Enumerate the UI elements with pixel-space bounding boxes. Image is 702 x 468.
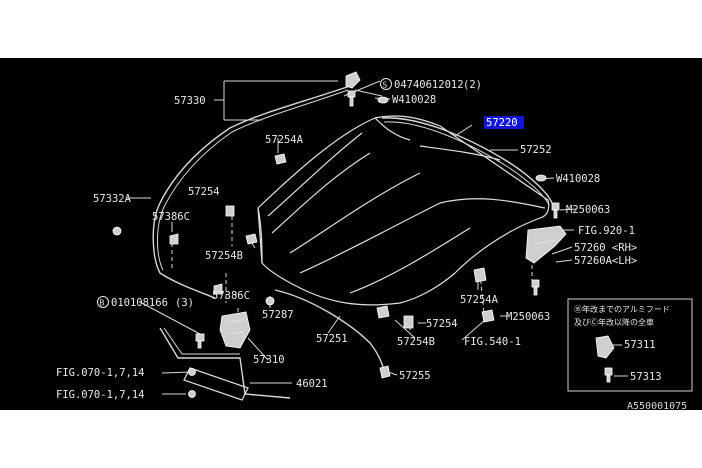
label-57254-left: 57254 (188, 186, 220, 198)
bumper-57254a-top (274, 153, 287, 165)
bolt-m250063-top (551, 202, 560, 219)
label-010108166: 010108166 (111, 297, 168, 309)
inset-bolt-57313 (604, 367, 613, 383)
leader-57330 (214, 80, 338, 121)
prop-rod-57251 (274, 289, 385, 371)
clip-57386c-a (169, 233, 179, 245)
parts-diagram: 57330 S 04740612012 (2) W410028 57220 57… (0, 58, 702, 410)
label-04740612012-qty: (2) (463, 79, 482, 91)
bumper-57254-right (403, 315, 414, 329)
label-57287: 57287 (262, 309, 294, 321)
label-57254b-left: 57254B (205, 250, 243, 262)
part-labels: 57330 S 04740612012 (2) W410028 57220 57… (56, 78, 637, 401)
hood-exploded-view: 57330 S 04740612012 (2) W410028 57220 57… (56, 71, 693, 410)
label-57332a: 57332A (93, 193, 132, 205)
leaders (127, 80, 577, 395)
b-mark: B (100, 299, 105, 308)
label-fig920[interactable]: FIG.920-1 (578, 225, 635, 237)
label-57255: 57255 (399, 370, 431, 382)
label-57251: 57251 (316, 333, 348, 345)
label-w410028-top: W410028 (392, 94, 436, 106)
nut-fig070b (188, 390, 196, 398)
washer-w410028-right (535, 174, 547, 182)
bumper-57254-left (225, 205, 235, 217)
inset-label-57313: 57313 (630, 371, 662, 383)
label-57260a-lh: 57260A<LH> (574, 255, 637, 267)
label-57254-right: 57254 (426, 318, 458, 330)
label-010108166-qty: (3) (175, 297, 194, 309)
inset-bracket-57311 (595, 335, 615, 359)
nut-fig070a (188, 368, 196, 376)
b-mark-icon (97, 296, 109, 308)
label-46021: 46021 (296, 378, 328, 390)
label-m250063-bottom: M250063 (506, 311, 550, 323)
inset-note-line1: Ⓑ年改までのアルミフード (574, 304, 670, 314)
bumper-57254a-right (473, 267, 487, 283)
latch-57310 (219, 311, 251, 349)
washer-w410028-top (377, 96, 389, 104)
bumper-57254b-right (376, 305, 390, 319)
clip-57255 (379, 365, 391, 379)
bolt-010108166 (195, 333, 205, 349)
label-fig070-a[interactable]: FIG.070-1,7,14 (56, 367, 145, 379)
bumper-57254b-left (245, 233, 258, 245)
bolt-04740612012 (347, 90, 356, 107)
bolt-m250063-bottom (531, 279, 540, 296)
diagram-code: A550001075 (627, 401, 687, 410)
label-57254b-right: 57254B (397, 336, 435, 348)
clip-57330 (345, 71, 361, 89)
label-57252: 57252 (520, 144, 552, 156)
inset-note-line2: 及びⒸ年改以降の全車 (574, 317, 654, 327)
inset-label-57311: 57311 (624, 339, 656, 351)
label-57260-rh: 57260 <RH> (574, 242, 637, 254)
grommet-57287 (265, 296, 275, 306)
label-w410028-right: W410028 (556, 173, 600, 185)
label-04740612012: 04740612012 (394, 79, 464, 91)
nut-57332a (112, 226, 122, 236)
s-mark: S (383, 81, 388, 90)
inset-note-box: Ⓑ年改までのアルミフード 及びⒸ年改以降の全車 57311 57313 (567, 298, 693, 392)
weatherstrip-57252 (381, 117, 553, 204)
s-mark-icon (380, 78, 392, 90)
release-cable-57330 (152, 85, 351, 299)
label-57386c-a: 57386C (152, 211, 190, 223)
selected-part-highlight (484, 116, 524, 129)
label-57330: 57330 (174, 95, 206, 107)
label-fig070-b[interactable]: FIG.070-1,7,14 (56, 389, 145, 401)
hinge-57260 (525, 225, 567, 264)
label-57254a-top: 57254A (265, 134, 304, 146)
clip-fig540 (481, 309, 495, 323)
bracket (183, 367, 249, 401)
prop-rod-46021 (159, 327, 291, 399)
hood-panel (257, 115, 550, 306)
label-fig540[interactable]: FIG.540-1 (464, 336, 521, 348)
label-57310: 57310 (253, 354, 285, 366)
label-57386c-b: 57386C (212, 290, 250, 302)
label-57220-selected[interactable]: 57220 (486, 117, 518, 129)
label-m250063-top: M250063 (566, 204, 610, 216)
clip-57386c-b (213, 283, 223, 295)
label-57254a-right: 57254A (460, 294, 499, 306)
